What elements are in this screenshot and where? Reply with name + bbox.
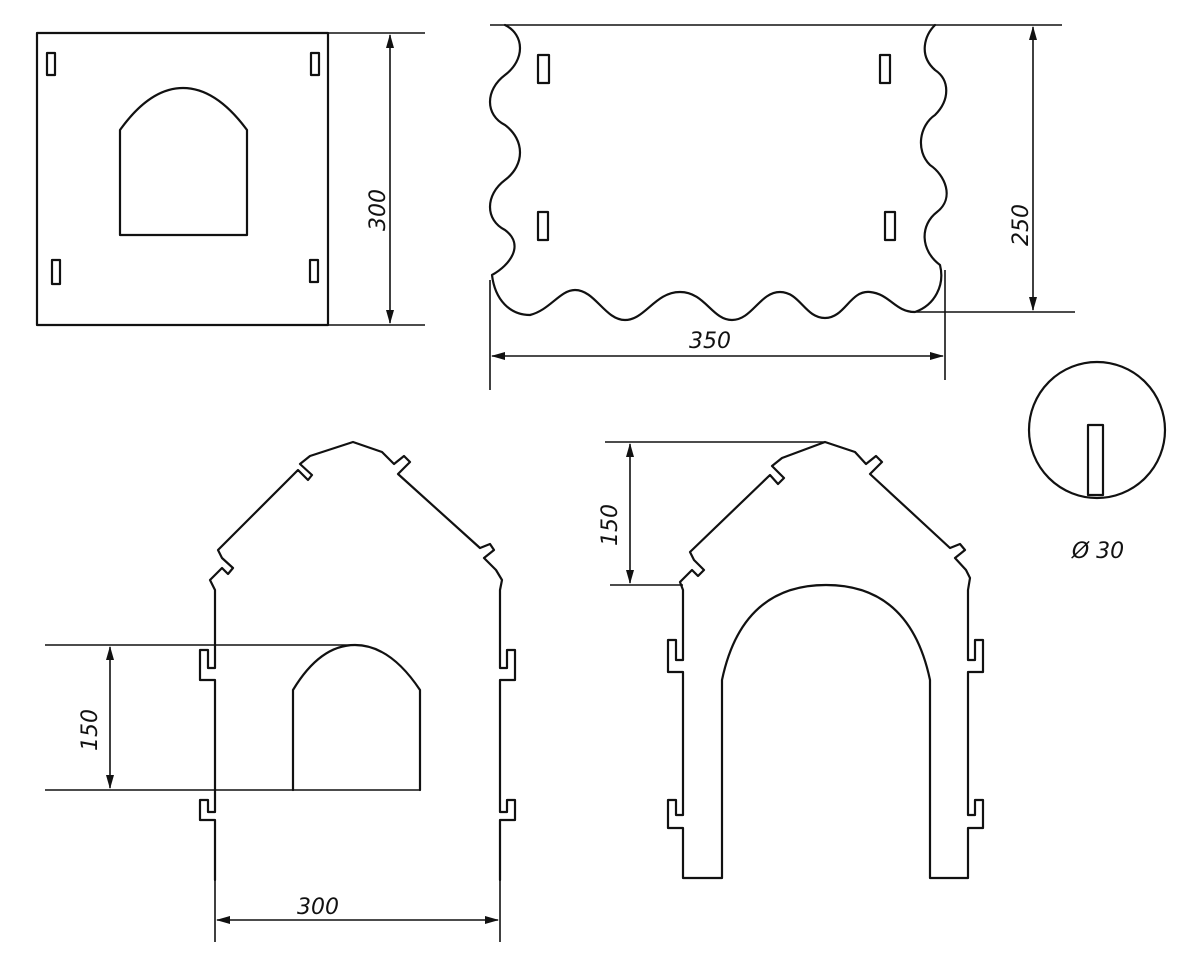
perch-disc: Ø 30 [1027, 360, 1167, 564]
slot [308, 258, 320, 284]
roof-panel: 300 [35, 31, 425, 327]
roof-height-label: 150 [598, 504, 623, 546]
slot [50, 258, 62, 286]
back-gable: 150 [598, 440, 985, 880]
side-panel: 250 350 [489, 23, 1075, 390]
roof-height-label: 300 [366, 189, 391, 231]
entrance-hole [118, 86, 249, 237]
entrance-hole [291, 643, 422, 792]
side-height-label: 250 [1009, 204, 1034, 246]
side-width-label: 350 [689, 329, 731, 354]
slot [883, 210, 897, 242]
front-gable: 150 300 [45, 440, 517, 942]
slot [536, 53, 551, 85]
front-width-label: 300 [297, 895, 339, 920]
slot [536, 210, 550, 242]
slot [878, 53, 892, 85]
window-height-label: 150 [78, 709, 103, 751]
slot [309, 51, 321, 77]
perch-diameter-label: Ø 30 [1071, 539, 1124, 564]
slot [45, 51, 57, 77]
